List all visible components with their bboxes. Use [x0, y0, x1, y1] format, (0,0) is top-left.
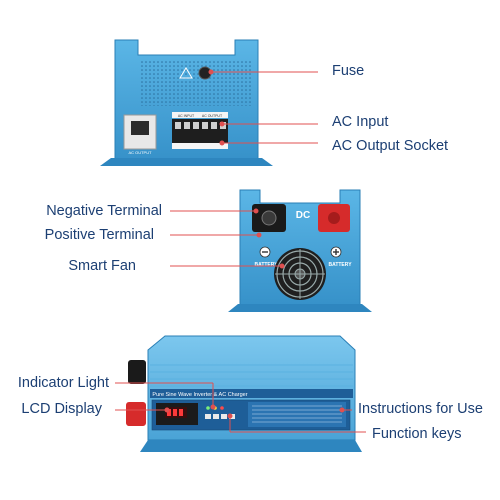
fuse-label: Fuse [332, 63, 365, 79]
indicator-light-label: Indicator Light [17, 375, 109, 391]
smart-fan-label: Smart Fan [68, 258, 136, 274]
front-panel: Pure Sine Wave Inverter & AC Charger [126, 335, 362, 452]
instructions-for-use-label: Instructions for Use [358, 401, 483, 417]
vent-grille [141, 60, 203, 106]
ac-terminal-block [172, 119, 228, 143]
dc-label: DC [296, 210, 310, 221]
smart-fan [274, 248, 326, 300]
indicator-light-knob [128, 360, 146, 384]
battery-plus-label: BATTERY [328, 262, 352, 268]
negative-terminal-label: Negative Terminal [46, 203, 162, 219]
battery-minus-label: BATTERY [254, 262, 278, 268]
ac-input-small-label: AC INPUT [178, 114, 195, 118]
function-keys-label: Function keys [372, 426, 462, 442]
dc-side-panel: BATTERY DC BATTERY [228, 189, 372, 312]
ac-output-small-label-2: AC OUTPUT [202, 114, 223, 118]
lcd-display-label: LCD Display [21, 401, 102, 417]
ac-input-label: AC Input [332, 114, 389, 130]
positive-terminal-label: Positive Terminal [44, 227, 154, 243]
front-banner-text: Pure Sine Wave Inverter & AC Charger [152, 392, 247, 398]
leader-lines [115, 69, 366, 433]
ac-output-socket-label: AC Output Socket [332, 138, 449, 154]
ac-side-panel: AC OUTPUT AC INPUT AC OUTPUT [100, 39, 273, 166]
red-terminal-cap [126, 402, 146, 426]
ac-output-small-label: AC OUTPUT [128, 150, 152, 155]
